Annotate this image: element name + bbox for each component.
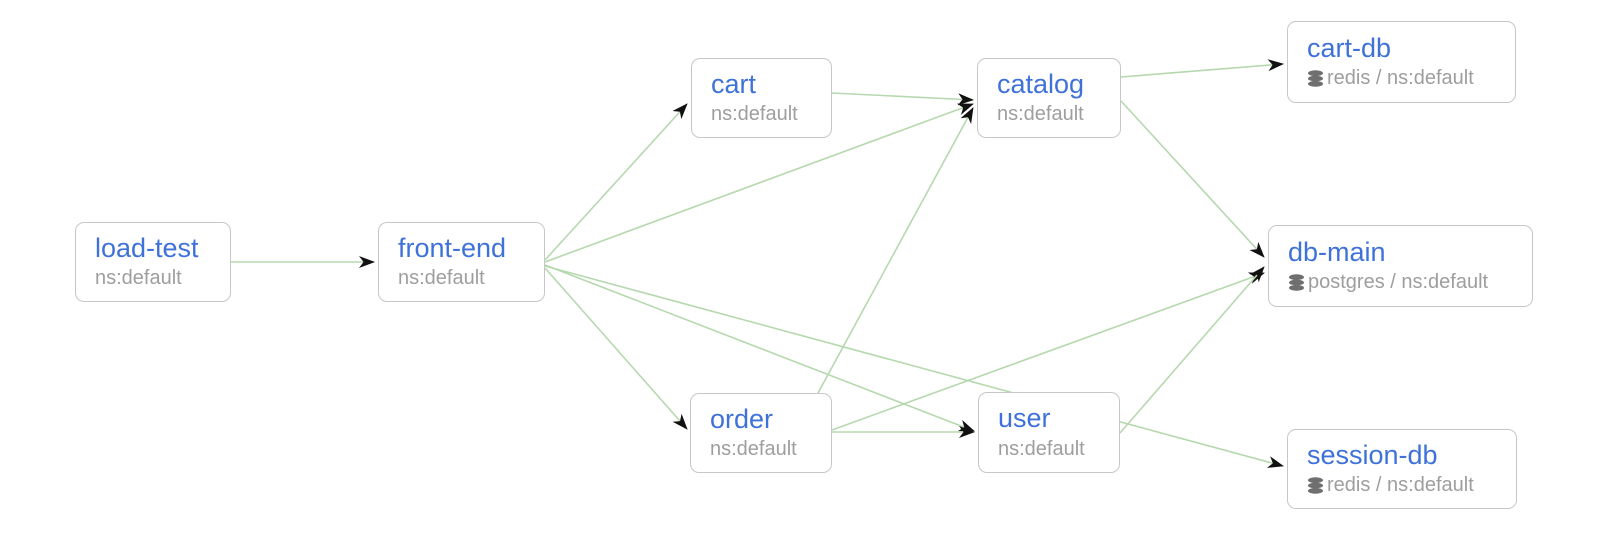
node-session-db[interactable]: session-db redis / ns:default [1287,429,1517,509]
node-subtitle: redis / ns:default [1307,473,1498,497]
node-subtitle-text: redis / ns:default [1327,474,1474,497]
edge-user-db-main [1119,266,1265,434]
edge-front-end-order [544,267,688,430]
node-title: db-main [1288,236,1386,267]
node-subtitle-text: redis / ns:default [1327,67,1474,90]
node-title: catalog [997,68,1085,99]
node-subtitle: ns:default [997,103,1084,126]
node-subtitle-text: postgres / ns:default [1308,271,1489,294]
node-db-main[interactable]: db-main postgres / ns:default [1268,225,1533,307]
database-icon [1307,69,1324,87]
node-cart[interactable]: cart ns:default [691,58,832,138]
node-catalog[interactable]: catalog ns:default [977,58,1121,138]
node-subtitle: ns:default [711,103,798,126]
node-title: front-end [398,232,507,263]
node-subtitle: ns:default [998,437,1085,460]
node-front-end[interactable]: front-end ns:default [378,222,545,302]
node-subtitle: ns:default [95,267,182,290]
database-icon [1288,273,1305,291]
node-order[interactable]: order ns:default [690,393,832,473]
database-icon [1307,476,1324,494]
node-title: user [998,403,1051,434]
edge-catalog-db-main [1120,100,1265,258]
node-load-test[interactable]: load-test ns:default [75,222,231,302]
edge-front-end-cart [544,103,688,261]
node-title: cart [711,68,757,99]
node-subtitle: ns:default [398,267,485,290]
node-title: session-db [1307,439,1438,470]
node-title: order [710,403,774,434]
node-subtitle: redis / ns:default [1307,66,1497,90]
node-cart-db[interactable]: cart-db redis / ns:default [1287,21,1516,103]
edge-cart-catalog [831,92,974,106]
edge-order-catalog [817,107,974,394]
node-title: cart-db [1307,32,1392,63]
node-title: load-test [95,232,199,263]
node-subtitle: postgres / ns:default [1288,270,1514,294]
edge-front-end-session-db [544,265,1284,468]
node-user[interactable]: user ns:default [978,392,1120,473]
edge-catalog-cart-db [1120,59,1284,78]
node-subtitle: ns:default [710,438,797,461]
